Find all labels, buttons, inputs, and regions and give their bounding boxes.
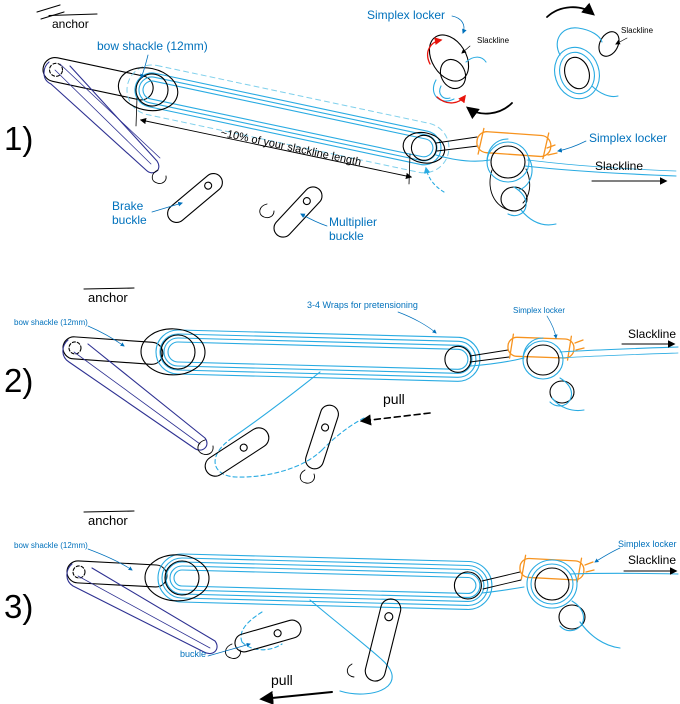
anchor-overline-3 <box>83 510 135 513</box>
buckle-drawing-3b <box>346 598 402 682</box>
rotation-arrow-bottom <box>465 102 513 120</box>
step3-number: 3) <box>4 588 34 625</box>
step3-anchor-label: anchor <box>88 513 128 528</box>
step3-buckle-label: buckle <box>180 649 207 659</box>
step2-pull-label: pull <box>383 391 405 407</box>
rotation-arrow-top <box>546 2 595 18</box>
multiplier-buckle-drawing <box>259 186 323 238</box>
anchor-overline-2 <box>83 287 135 290</box>
step2-bow-shackle-label: bow shackle (12mm) <box>14 318 88 327</box>
pulley-system-1 <box>117 64 450 174</box>
blue-sling <box>43 61 161 174</box>
step1-bow-shackle-label: bow shackle (12mm) <box>97 39 208 53</box>
step3-bow-shackle-label: bow shackle (12mm) <box>14 541 88 550</box>
step1-drawing <box>36 2 677 238</box>
step2-drawing <box>62 287 679 484</box>
step2-leader-lines <box>87 311 558 347</box>
step1-number: 1) <box>4 120 34 157</box>
step1-leader-lines <box>140 15 587 227</box>
step2-anchor-label: anchor <box>88 290 128 305</box>
step1-simplex-locker-right-label: Simplex locker <box>589 131 668 145</box>
step2-slackline-label: Slackline <box>628 327 677 341</box>
step1-multiplier-buckle-label: Multiplier buckle <box>329 215 378 243</box>
pulley-system-2 <box>140 328 481 382</box>
step1-inset-a-slackline-label: Slackline <box>477 36 510 45</box>
red-rotation-arrow-left <box>426 37 443 65</box>
anchor-sling-3 <box>66 560 168 588</box>
buckle-drawing-3a <box>225 619 302 659</box>
brake-buckle-drawing <box>151 169 223 223</box>
length-dimension-arrow <box>135 97 445 193</box>
pulley-system-3 <box>144 553 493 611</box>
anchor-sling <box>42 57 154 101</box>
step2-simplex-locker-label: Simplex locker <box>513 306 566 315</box>
step1-simplex-locker-top-label: Simplex locker <box>367 8 446 22</box>
anchor-hatch-icon <box>36 4 98 20</box>
step2-wraps-note-label: 3-4 Wraps for pretensioning <box>307 300 418 310</box>
step3-simplex-locker-label: Simplex locker <box>618 539 677 549</box>
step1-slackline-label: Slackline <box>595 159 644 173</box>
tail-rope-2 <box>214 371 367 478</box>
simplex-locker-assembly-2 <box>469 333 679 412</box>
simplex-locker-assembly-1 <box>435 127 677 226</box>
buckle-drawing-2a <box>197 427 270 477</box>
pull-arrow-3 <box>259 690 333 704</box>
step1-inset-b-slackline-label: Slackline <box>621 26 654 35</box>
step3-leader-lines <box>87 547 621 657</box>
anchor-sling-2 <box>62 336 164 365</box>
buckle-drawing-2b <box>299 404 339 484</box>
inset-locker-b <box>554 27 628 100</box>
tail-rope-3 <box>240 599 393 695</box>
step1-brake-buckle-label: Brake buckle <box>112 199 147 227</box>
step3-drawing <box>66 510 679 704</box>
red-rotation-arrow-bottom <box>436 94 466 104</box>
step3-pull-label: pull <box>271 672 293 688</box>
step1-anchor-label: anchor <box>52 17 89 31</box>
step3-slackline-label: Slackline <box>628 553 677 567</box>
pull-arrow-2 <box>359 412 431 426</box>
simplex-locker-assembly-3 <box>481 554 679 649</box>
blue-sling-3 <box>66 563 218 655</box>
blue-sling-2 <box>62 339 208 451</box>
step2-number: 2) <box>4 362 34 399</box>
inset-locker-a <box>426 34 487 104</box>
